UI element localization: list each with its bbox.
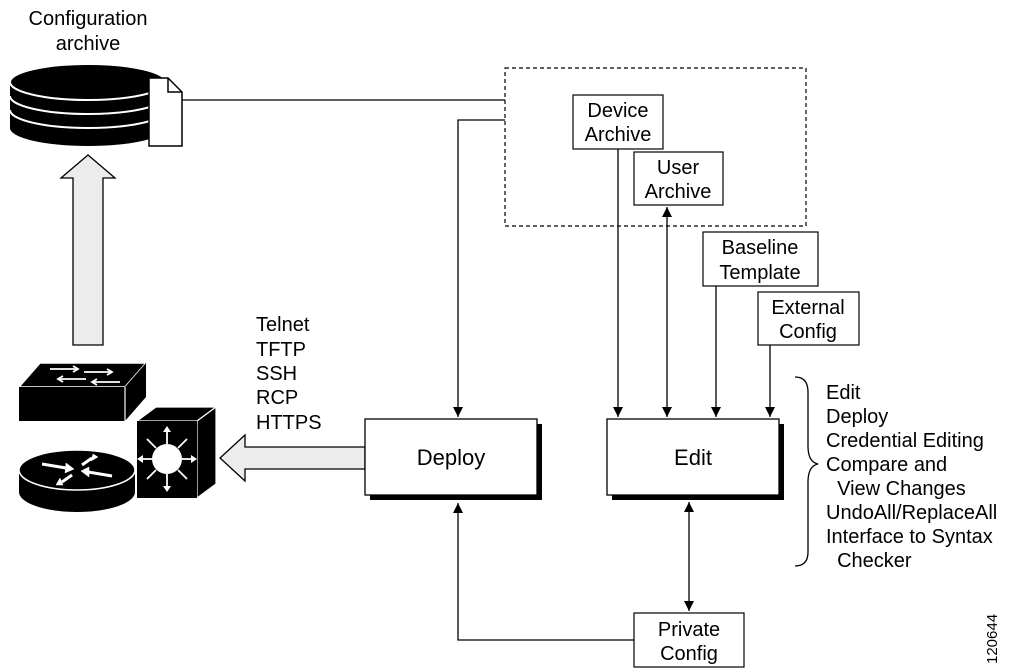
feature-item: Interface to Syntax <box>826 526 993 548</box>
protocol-ssh: SSH <box>256 363 297 385</box>
private-config-box: Private Config <box>633 612 745 668</box>
archive-to-deploy-arrow <box>453 119 505 417</box>
user-archive-line2: Archive <box>645 181 712 203</box>
device-archive-line1: Device <box>587 100 648 122</box>
external-config-line1: External <box>771 297 844 319</box>
protocol-tftp: TFTP <box>256 339 306 361</box>
document-icon <box>148 77 183 147</box>
protocol-telnet: Telnet <box>256 314 310 336</box>
upload-arrow <box>59 154 117 346</box>
archive-group-box <box>504 67 807 227</box>
edit-feature-list: Edit Deploy Credential Editing Compare a… <box>826 382 997 572</box>
external-config-line2: Config <box>779 321 837 343</box>
protocol-list: Telnet TFTP SSH RCP HTTPS <box>256 314 322 434</box>
features-brace <box>794 376 819 567</box>
edit-label: Edit <box>674 445 712 470</box>
device-archive-box: Device Archive <box>572 94 664 150</box>
feature-item: UndoAll/ReplaceAll <box>826 502 997 524</box>
multilayer-switch-icon <box>135 405 218 500</box>
external-config-box: External Config <box>757 291 860 346</box>
figure-id: 120644 <box>984 614 1001 664</box>
database-icon <box>9 63 167 146</box>
protocol-rcp: RCP <box>256 387 298 409</box>
feature-item: Deploy <box>826 406 888 428</box>
baseline-template-line1: Baseline <box>722 237 799 259</box>
feature-item: Checker <box>826 550 912 572</box>
feature-item: Edit <box>826 382 861 404</box>
feature-item: Compare and <box>826 454 947 476</box>
deploy-label: Deploy <box>417 445 485 470</box>
user-archive-box: User Archive <box>633 151 724 206</box>
edit-box: Edit <box>606 418 784 500</box>
private-config-line2: Config <box>660 643 718 665</box>
deploy-box: Deploy <box>364 418 542 500</box>
user-archive-line1: User <box>657 157 700 179</box>
feature-item: View Changes <box>826 478 966 500</box>
private-config-to-deploy-arrow <box>453 503 634 641</box>
archive-label-line1: Configuration <box>29 8 148 30</box>
private-config-line1: Private <box>658 619 720 641</box>
deploy-to-devices-arrow <box>219 433 366 483</box>
protocol-https: HTTPS <box>256 412 322 434</box>
device-archive-line2: Archive <box>585 124 652 146</box>
router-icon <box>18 449 136 512</box>
feature-item: Credential Editing <box>826 430 984 452</box>
archive-label-line2: archive <box>56 33 120 55</box>
baseline-template-line2: Template <box>719 262 800 284</box>
switch-icon <box>17 362 148 421</box>
baseline-template-box: Baseline Template <box>702 231 819 287</box>
